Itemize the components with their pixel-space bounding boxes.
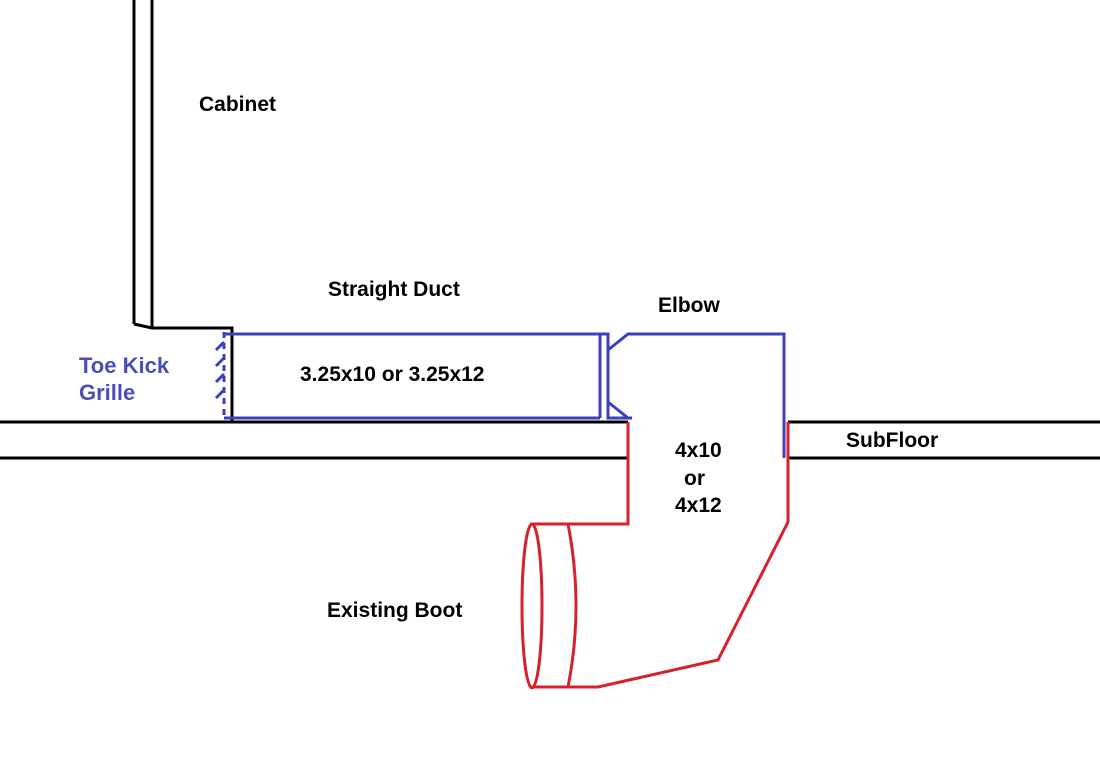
subfloor-lines [0,420,1100,460]
elbow-label: Elbow [658,294,720,317]
cabinet-label: Cabinet [199,93,277,116]
elbow-size-line1: 4x10 [675,439,722,462]
subfloor-label: SubFloor [846,429,939,452]
elbow-size-line2: or [684,467,705,490]
cabinet-outline [132,0,234,422]
toe-kick-label-line1: Toe Kick [79,353,170,378]
straight-duct-label: Straight Duct [328,278,460,301]
toe-kick-grille [214,332,226,420]
existing-boot [520,422,790,690]
existing-boot-label: Existing Boot [327,599,463,622]
duct-size-label: 3.25x10 or 3.25x12 [300,363,485,386]
elbow [600,332,786,458]
straight-duct [224,332,602,420]
toe-kick-label-line2: Grille [79,380,136,405]
elbow-size-line3: 4x12 [675,494,722,517]
